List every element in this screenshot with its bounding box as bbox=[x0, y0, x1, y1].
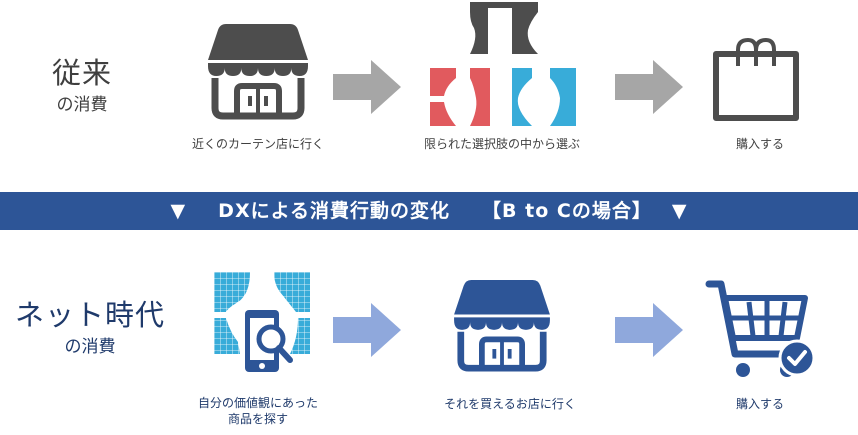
step-label-line2: 商品を探す bbox=[227, 412, 288, 426]
step-label: 自分の価値観にあった 商品を探す bbox=[158, 395, 358, 427]
online-title: ネット時代 bbox=[14, 298, 165, 332]
banner-text: DXによる消費行動の変化 bbox=[218, 200, 451, 222]
shopping-bag-icon bbox=[713, 37, 799, 121]
arrow-right-icon bbox=[333, 303, 401, 357]
online-subtitle: の消費 bbox=[64, 337, 116, 357]
dx-banner: ▼ DXによる消費行動の変化 【B to Cの場合】 ▼ bbox=[0, 192, 858, 230]
arrow-right-icon bbox=[333, 60, 401, 114]
step-label: 近くのカーテン店に行く bbox=[191, 137, 324, 151]
step-label: 購入する bbox=[735, 137, 784, 151]
step-label: 限られた選択肢の中から選ぶ bbox=[423, 137, 580, 151]
triangle-down-icon: ▼ bbox=[671, 200, 688, 222]
step-label-line1: 自分の価値観にあった bbox=[197, 396, 318, 410]
step-label: それを買えるお店に行く bbox=[444, 397, 576, 411]
traditional-title: 従来 bbox=[51, 56, 112, 90]
banner-case: 【B to Cの場合】 bbox=[482, 200, 652, 222]
curtains-choice-icon bbox=[430, 2, 576, 126]
cart-check-icon bbox=[705, 280, 816, 377]
smartphone-search-icon bbox=[214, 272, 310, 372]
traditional-subtitle: の消費 bbox=[56, 95, 108, 115]
arrow-right-icon bbox=[615, 60, 683, 114]
step-label: 購入する bbox=[735, 397, 784, 411]
store-icon bbox=[208, 24, 308, 120]
arrow-right-icon bbox=[615, 303, 683, 357]
triangle-down-icon: ▼ bbox=[170, 200, 187, 222]
store-icon bbox=[454, 280, 550, 372]
